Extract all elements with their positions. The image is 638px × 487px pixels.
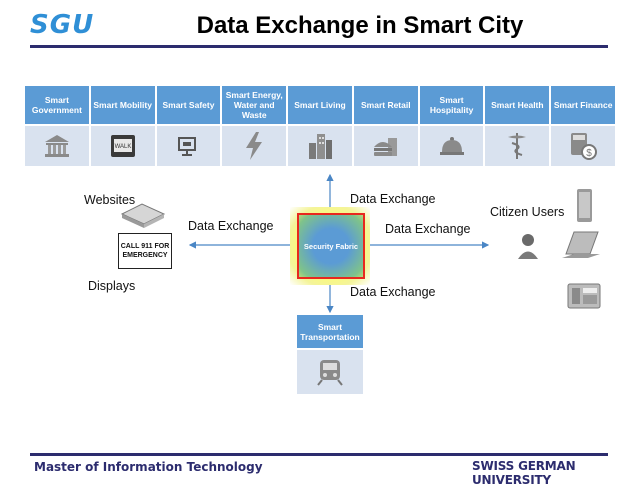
sector-row: Smart Government Smart Mobility WALK Sma…: [25, 86, 616, 166]
header-rule: [30, 45, 608, 48]
laptop-icon: [562, 231, 600, 258]
server-icon: [120, 203, 166, 228]
footer-rule: [30, 453, 608, 456]
websites-label: Websites: [84, 193, 136, 207]
train-icon: [297, 350, 363, 394]
caduceus-icon: [485, 126, 550, 166]
government-building-icon: [25, 126, 89, 166]
desk-phone-icon: [567, 283, 601, 309]
sector-label: Smart Living: [288, 86, 352, 124]
smartphone-icon: [577, 189, 592, 222]
footer-program: Master of Information Technology: [34, 460, 263, 474]
sector-label: Smart Government: [25, 86, 89, 124]
sector-tile-safety: Smart Safety: [156, 86, 221, 166]
sector-label: Smart Energy, Water and Waste: [222, 86, 287, 124]
data-exchange-bottom: Data Exchange: [350, 285, 436, 299]
food-icon: [353, 126, 418, 166]
data-exchange-right: Data Exchange: [385, 222, 471, 236]
sector-tile-retail: Smart Retail: [353, 86, 418, 166]
sector-label: Smart Mobility: [90, 86, 155, 124]
sector-label: Smart Finance: [551, 86, 616, 124]
citizen-users-label: Citizen Users: [490, 205, 565, 219]
svg-text:$: $: [586, 148, 592, 159]
svg-text:WALK: WALK: [114, 144, 131, 150]
lightning-icon: [222, 126, 287, 166]
sector-tile-government: Smart Government: [25, 86, 89, 166]
service-bell-icon: [419, 126, 484, 166]
slide-title: Data Exchange in Smart City: [196, 12, 524, 39]
sector-tile-energy: Smart Energy, Water and Waste: [222, 86, 287, 166]
data-exchange-top: Data Exchange: [350, 192, 436, 206]
sector-tile-health: Smart Health: [485, 86, 550, 166]
footer-university: SWISS GERMAN UNIVERSITY: [472, 459, 576, 487]
sector-label: Smart Hospitality: [419, 86, 484, 124]
emergency-sign: CALL 911 FOR EMERGENCY: [118, 233, 172, 269]
security-fabric: Security Fabric: [297, 213, 365, 279]
transport-label: Smart Transportation: [297, 315, 363, 348]
security-camera-icon: [156, 126, 221, 166]
sector-tile-hospitality: Smart Hospitality: [419, 86, 484, 166]
sector-label: Smart Retail: [353, 86, 418, 124]
security-fabric-label: Security Fabric: [303, 241, 359, 251]
sector-label: Smart Safety: [156, 86, 221, 124]
calculator-coin-icon: $: [551, 126, 616, 166]
buildings-icon: [288, 126, 352, 166]
user-person-icon: [518, 234, 538, 259]
walk-sign-icon: WALK: [90, 126, 155, 166]
displays-label: Displays: [88, 279, 136, 293]
data-exchange-left: Data Exchange: [188, 219, 274, 233]
sector-label: Smart Health: [485, 86, 550, 124]
sector-tile-finance: Smart Finance $: [551, 86, 616, 166]
sector-tile-mobility: Smart Mobility WALK: [90, 86, 155, 166]
transport-tile: Smart Transportation: [297, 315, 363, 394]
sgu-logo: SGU: [30, 10, 95, 40]
sector-tile-living: Smart Living: [288, 86, 352, 166]
emergency-sign-text: CALL 911 FOR EMERGENCY: [120, 243, 170, 259]
